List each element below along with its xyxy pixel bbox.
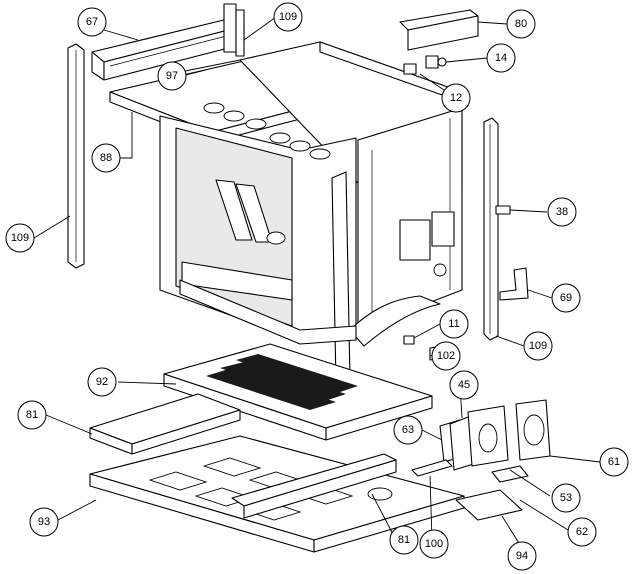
callout-69: 69: [551, 283, 581, 313]
callout-97-label: 97: [166, 70, 178, 82]
callout-14: 14: [486, 43, 516, 73]
callout-94-label: 94: [516, 550, 528, 562]
callout-102-label: 102: [437, 350, 455, 362]
callout-88-label: 88: [100, 152, 112, 164]
callout-61: 61: [599, 447, 629, 477]
callout-14-label: 14: [495, 52, 507, 64]
callout-45: 45: [449, 370, 479, 400]
flue-adapter-parts: [411, 399, 551, 521]
callout-69-label: 69: [560, 292, 572, 304]
callout-38: 38: [547, 197, 577, 227]
callout-109-left: 109: [5, 223, 35, 253]
callout-81-bottom: 81: [389, 525, 419, 555]
callout-109-top-label: 109: [279, 11, 297, 23]
callout-92: 92: [87, 367, 117, 397]
left-vertical-rail: [67, 43, 85, 269]
callout-109-right: 109: [523, 331, 553, 361]
callout-92-label: 92: [96, 376, 108, 388]
callout-67: 67: [77, 7, 107, 37]
callout-93: 93: [29, 507, 59, 537]
callout-61-label: 61: [608, 456, 620, 468]
callout-100-label: 100: [425, 538, 443, 550]
callout-53: 53: [551, 483, 581, 513]
callout-80: 80: [506, 9, 536, 39]
callout-12: 12: [441, 83, 471, 113]
callout-53-label: 53: [560, 492, 572, 504]
callout-67-label: 67: [86, 16, 98, 28]
callout-62-label: 62: [576, 526, 588, 538]
callout-109-left-label: 109: [11, 232, 29, 244]
callout-12-label: 12: [450, 92, 462, 104]
callout-109-top: 109: [273, 2, 303, 32]
callout-63-label: 63: [402, 424, 414, 436]
callout-38-label: 38: [556, 206, 568, 218]
callout-109-right-label: 109: [529, 340, 547, 352]
base-pan: [163, 343, 433, 441]
callout-62: 62: [567, 517, 597, 547]
leader-lines: [33, 16, 601, 549]
callout-81-bottom-label: 81: [398, 534, 410, 546]
rear-upper-bracket: [399, 9, 479, 51]
callout-81-left-label: 81: [26, 409, 38, 421]
callout-88: 88: [91, 143, 121, 173]
callout-102: 102: [431, 341, 461, 371]
callout-11-label: 11: [448, 318, 459, 330]
callout-100: 100: [419, 529, 449, 559]
firebox-assembly: [159, 41, 463, 385]
callout-93-label: 93: [38, 516, 50, 528]
vent-slots: [206, 354, 358, 410]
callout-63: 63: [393, 415, 423, 445]
callout-45-label: 45: [458, 379, 470, 391]
callout-80-label: 80: [515, 18, 527, 30]
left-side-channel: [89, 393, 241, 455]
top-rail-part: [91, 3, 245, 81]
right-vertical-rail: [483, 117, 499, 341]
callout-97: 97: [157, 61, 187, 91]
callout-11: 11: [439, 309, 469, 339]
callout-94: 94: [507, 541, 537, 571]
bottom-side-channel: [231, 453, 397, 519]
callout-81-left: 81: [17, 400, 47, 430]
